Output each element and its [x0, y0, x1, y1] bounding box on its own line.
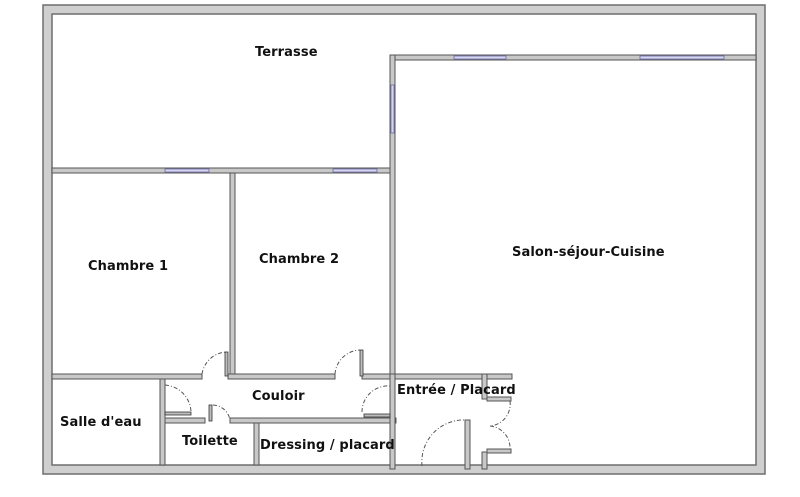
couloir-top-wall: [51, 373, 513, 380]
salle-deau-wall: [159, 378, 166, 466]
bedroom-top-wall: [51, 167, 391, 174]
room-label-toilette: Toilette: [182, 434, 238, 449]
entree-walls: [389, 373, 512, 470]
room-label-salon: Salon-séjour-Cuisine: [512, 245, 665, 260]
room-label-chambre-1: Chambre 1: [88, 259, 169, 274]
room-label-couloir: Couloir: [252, 389, 305, 404]
couloir-bottom-wall: [164, 417, 397, 424]
bedroom-divider-wall: [229, 172, 236, 376]
salon-walls: [389, 54, 757, 466]
room-label-dressing: Dressing / placard: [260, 438, 395, 453]
outer-walls: [42, 4, 766, 475]
room-label-chambre-2: Chambre 2: [259, 252, 340, 267]
toilette-wall: [253, 422, 260, 466]
room-label-terrasse: Terrasse: [255, 45, 318, 60]
room-label-salle-deau: Salle d'eau: [60, 415, 142, 430]
doors: [164, 349, 511, 467]
room-label-entree: Entrée / Placard: [397, 383, 516, 398]
windows: [164, 55, 725, 173]
